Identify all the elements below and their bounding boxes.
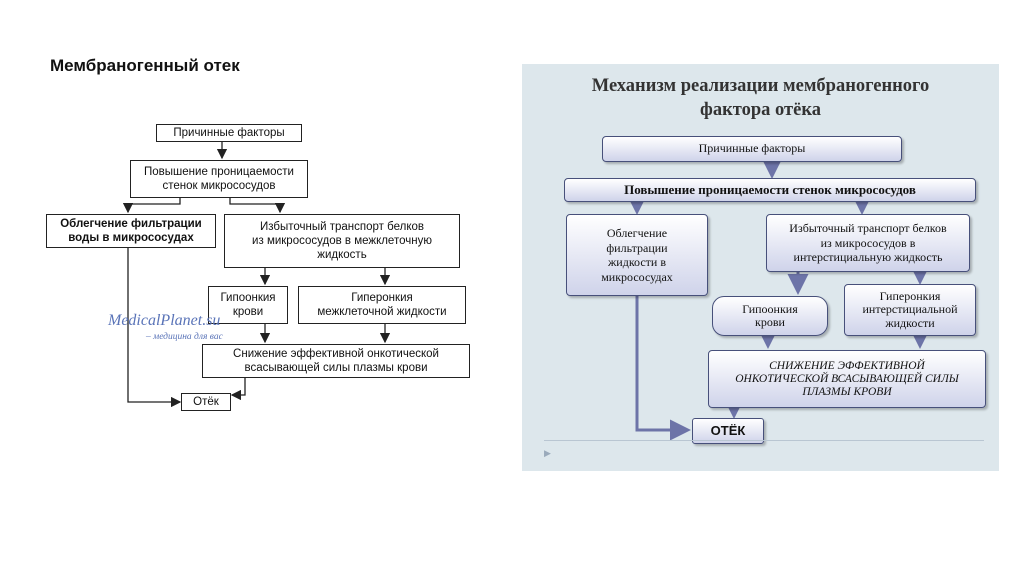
right-box-permeability: Повышение проницаемости стенок микрососу… xyxy=(564,178,976,202)
left-arrows xyxy=(122,142,391,408)
arrow-filtration-edema xyxy=(127,248,182,408)
right-box-edema: ОТЁК xyxy=(692,418,764,444)
right-box-reduction: СНИЖЕНИЕ ЭФФЕКТИВНОЙ ОНКОТИЧЕСКОЙ ВСАСЫВ… xyxy=(708,350,986,408)
left-diagram: Причинные факторы Повышение проницаемост… xyxy=(40,100,480,430)
play-icon: ▶ xyxy=(544,448,551,458)
left-box-hypooncia: Гипоонкия крови xyxy=(208,286,288,324)
left-box-hyperoncia: Гиперонкия межклеточной жидкости xyxy=(298,286,466,324)
left-box-reduction: Снижение эффективной онкотической всасыв… xyxy=(202,344,470,378)
arrow-reduction-edema xyxy=(230,378,246,401)
right-box-protein: Избыточный транспорт белков из микрососу… xyxy=(766,214,970,272)
watermark-subtext: – медицина для вас xyxy=(146,332,223,342)
arrow-permeability-filtration xyxy=(122,198,181,214)
left-box-filtration: Облегчение фильтрации воды в микрососуда… xyxy=(46,214,216,248)
right-diagram-panel: Механизм реализации мембраногенного факт… xyxy=(522,64,999,471)
right-box-hypooncia: Гипоонкия крови xyxy=(712,296,828,336)
left-box-causes: Причинные факторы xyxy=(156,124,302,142)
right-diagram-title: Механизм реализации мембраногенного факт… xyxy=(591,76,930,120)
arrow-permeability-protein xyxy=(229,198,286,214)
right-box-filtration: Облегчение фильтрации жидкости в микросо… xyxy=(566,214,708,296)
left-box-protein: Избыточный транспорт белков из микрососу… xyxy=(224,214,460,268)
left-box-permeability: Повышение проницаемости стенок микрососу… xyxy=(130,160,308,198)
slide-title: Мембраногенный отек xyxy=(50,56,240,75)
left-box-edema: Отёк xyxy=(181,393,231,411)
r-arrow-filtration-edema xyxy=(635,296,691,441)
right-bottom-rule xyxy=(544,440,984,441)
right-box-causes: Причинные факторы xyxy=(602,136,902,162)
watermark-text: MedicalPlanet.su xyxy=(108,312,221,329)
right-box-hyperoncia: Гиперонкия интерстициальной жидкости xyxy=(844,284,976,336)
right-arrows xyxy=(626,158,931,441)
